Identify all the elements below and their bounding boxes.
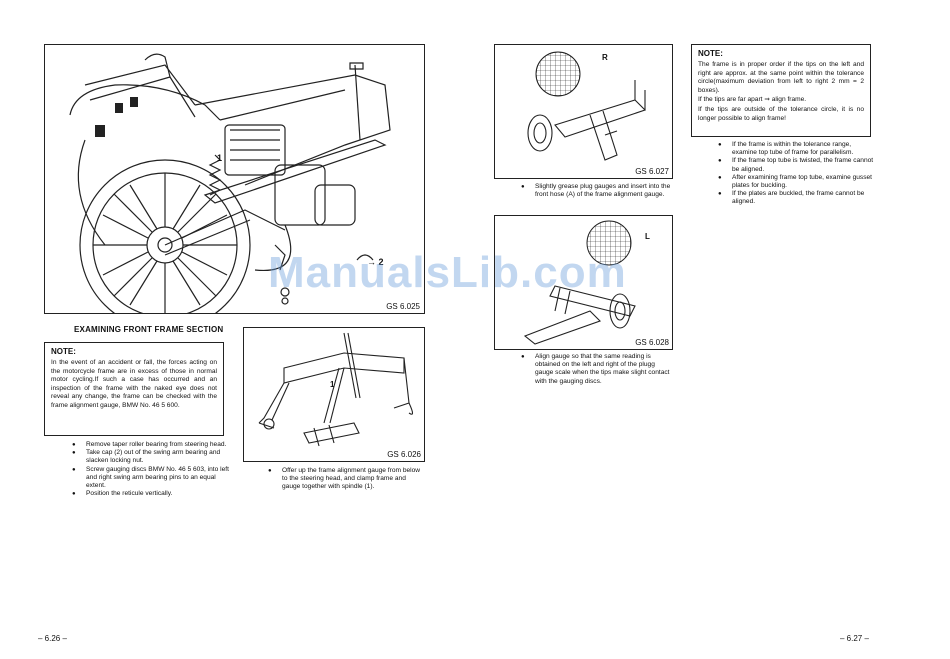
- note-text-1: The frame is in proper order if the tips…: [698, 61, 864, 94]
- tolerance-left-illustration: [523, 220, 636, 345]
- list-item: Offer up the frame alignment gauge from …: [268, 467, 426, 492]
- right-bullet-list: If the frame is within the tolerance ran…: [718, 141, 874, 207]
- tolerance-right-illustration: [527, 51, 647, 161]
- watermark-text: ManualsLib.com: [268, 248, 627, 297]
- list-item: Position the reticule vertically.: [72, 490, 230, 498]
- list-item: After examining frame top tube, examine …: [718, 174, 874, 190]
- note-text-2: If the tips are far apart ⇒ align frame.: [698, 96, 807, 104]
- figure-frame-gauge-motorcycle: 1 → 2 GS 6.025: [44, 44, 425, 314]
- note-text-3: If the tips are outside of the tolerance…: [698, 105, 864, 122]
- figure-label: GS 6.025: [386, 302, 420, 311]
- mid-bullet-list: Offer up the frame alignment gauge from …: [268, 467, 426, 492]
- list-item: Align gauge so that the same reading is …: [521, 353, 673, 386]
- list-item: Take cap (2) out of the swing arm bearin…: [72, 449, 230, 465]
- motorcycle-illustration: [69, 53, 391, 313]
- note-text: In the event of an accident or fall, the…: [51, 359, 217, 409]
- list-item: If the plates are buckled, the frame can…: [718, 190, 874, 206]
- callout-1: 1: [217, 153, 223, 163]
- left-bullet-list: Remove taper roller bearing from steerin…: [72, 441, 230, 499]
- gauge-illustration: [258, 332, 414, 447]
- page-number-left: – 6.26 –: [38, 634, 67, 643]
- callout-r: R: [602, 53, 608, 62]
- page-number-right: – 6.27 –: [840, 634, 869, 643]
- note-title: NOTE:: [698, 49, 723, 58]
- callout-l: L: [645, 232, 650, 241]
- right-bullet-list-top: Slightly grease plug gauges and insert i…: [521, 183, 673, 199]
- list-item: Remove taper roller bearing from steerin…: [72, 441, 230, 449]
- figure-tolerance-left: L GS 6.028: [494, 215, 673, 350]
- section-heading: EXAMINING FRONT FRAME SECTION: [74, 325, 224, 334]
- right-bullet-list-bottom: Align gauge so that the same reading is …: [521, 353, 673, 386]
- figure-label: GS 6.026: [387, 450, 421, 459]
- list-item: Slightly grease plug gauges and insert i…: [521, 183, 673, 199]
- callout-1: 1: [330, 380, 335, 389]
- callout-2: → 2: [367, 257, 384, 267]
- note-title: NOTE:: [51, 347, 76, 356]
- note-box-right: NOTE: The frame is in proper order if th…: [691, 44, 871, 137]
- figure-label: GS 6.028: [635, 338, 669, 347]
- note-box-left: NOTE: In the event of an accident or fal…: [44, 342, 224, 436]
- list-item: If the frame is within the tolerance ran…: [718, 141, 874, 157]
- list-item: Screw gauging discs BMW No. 46 5 603, in…: [72, 466, 230, 491]
- figure-alignment-gauge: 1 GS 6.026: [243, 327, 425, 462]
- figure-label: GS 6.027: [635, 167, 669, 176]
- list-item: If the frame top tube is twisted, the fr…: [718, 157, 874, 173]
- figure-tolerance-right: R GS 6.027: [494, 44, 673, 179]
